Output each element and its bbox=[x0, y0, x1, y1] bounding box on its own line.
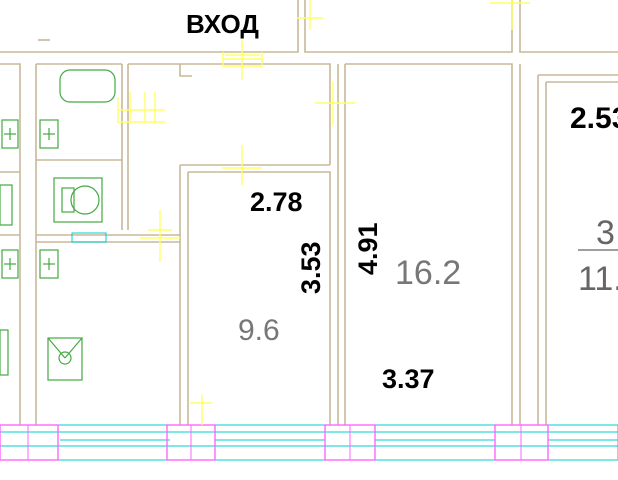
sink-icon bbox=[39, 119, 59, 149]
sink-icon bbox=[1, 119, 19, 149]
fixtures bbox=[0, 69, 116, 381]
room-left-depth: 3.53 bbox=[296, 241, 326, 294]
sink-icon bbox=[1, 249, 19, 279]
window-pier bbox=[0, 424, 59, 461]
sink-icon bbox=[39, 249, 59, 279]
entrance-label: ВХОД bbox=[186, 9, 259, 39]
toilet-icon bbox=[53, 177, 103, 223]
room-right-number: 3 bbox=[596, 214, 615, 252]
room-right-area: 11. bbox=[578, 260, 618, 298]
room-middle-area: 16.2 bbox=[395, 254, 461, 292]
walls bbox=[0, 0, 618, 425]
doors bbox=[117, 0, 530, 425]
room-middle-width: 3.37 bbox=[382, 364, 435, 394]
room-middle-depth: 4.91 bbox=[353, 222, 383, 275]
room-left-width: 2.78 bbox=[250, 187, 303, 217]
bathtub-icon bbox=[59, 69, 116, 103]
shower-icon bbox=[47, 337, 83, 381]
window-band bbox=[0, 232, 618, 461]
room-right-width: 2.53 bbox=[570, 102, 618, 135]
room-left-area: 9.6 bbox=[238, 314, 280, 347]
